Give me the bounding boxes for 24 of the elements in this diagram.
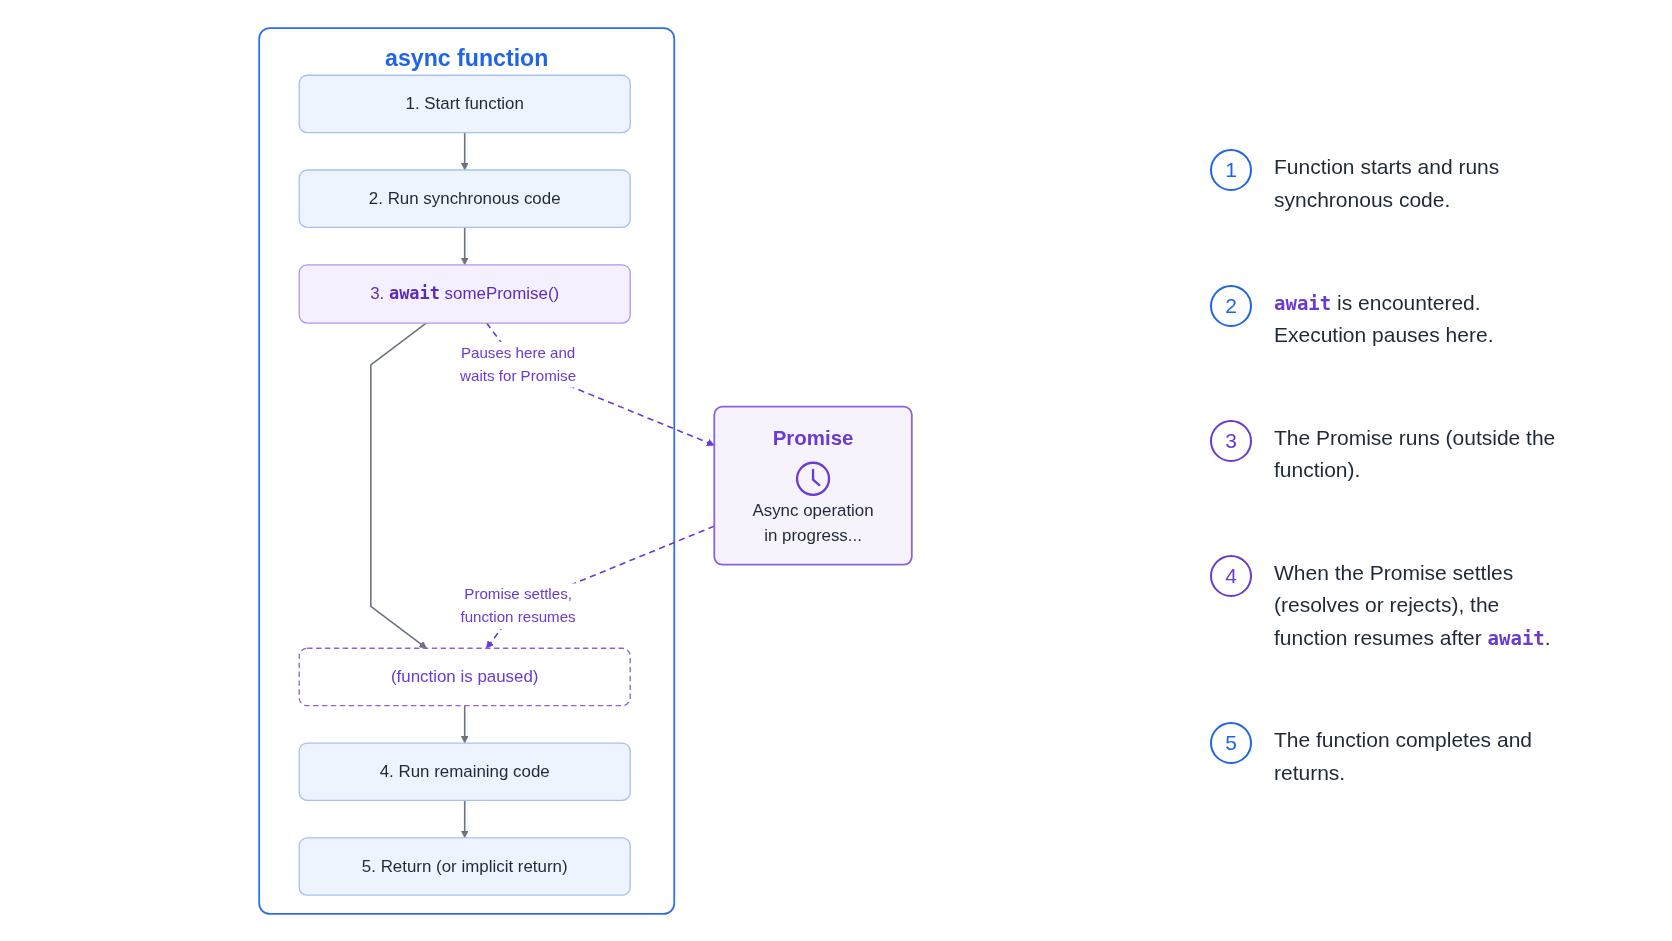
dashed-outline-box: (function is paused): [298, 647, 631, 706]
arrow: [460, 704, 469, 743]
arrow: [369, 321, 427, 649]
callout-number: 2: [1210, 284, 1252, 327]
process-box: 5. Return (or implicit return): [298, 836, 631, 896]
process-box: 3. await somePromise(): [298, 263, 631, 324]
note-text: await is encountered. Execution pauses here.: [1274, 289, 1495, 349]
arrow: [460, 799, 469, 838]
rounded-box: [712, 405, 913, 566]
callout-number: 5: [1210, 722, 1252, 765]
note-text: When the Promise settles (resolves or rejects), the function resumes after await.: [1274, 559, 1552, 651]
arrow: [460, 131, 469, 170]
callout-number: 4: [1210, 554, 1252, 597]
arrow: [460, 226, 469, 265]
note-text: The Promise runs (outside the function).: [1274, 424, 1557, 484]
note-text: Function starts and runs synchronous code.: [1274, 154, 1501, 214]
note-text: The function completes and returns.: [1274, 727, 1533, 786]
callout-number: 3: [1210, 419, 1252, 462]
node-title: Promise: [772, 425, 853, 449]
process-box: 1. Start function: [298, 74, 631, 133]
process-box: 2. Run synchronous code: [298, 168, 631, 228]
node-text: Async operation in progress...: [750, 499, 875, 547]
callout-number: 1: [1210, 149, 1252, 192]
process-box: 4. Run remaining code: [298, 741, 631, 801]
